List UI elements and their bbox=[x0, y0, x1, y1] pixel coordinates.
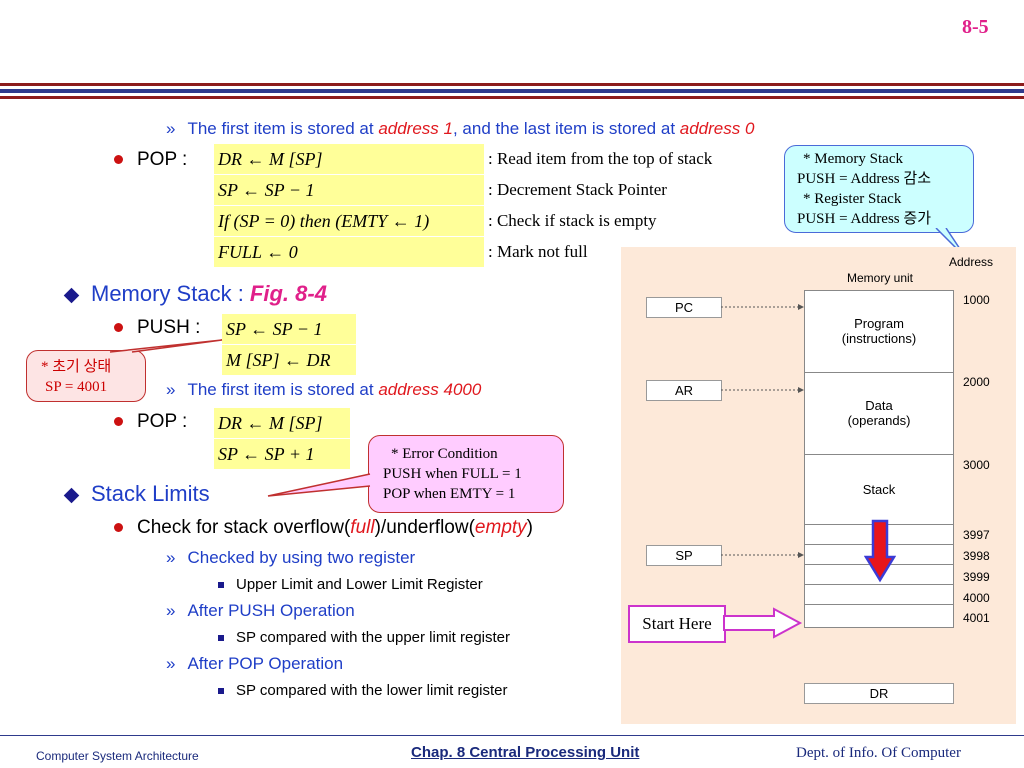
addr-2000: 2000 bbox=[963, 375, 990, 389]
addr-4000: 4000 bbox=[963, 591, 990, 605]
memory-stack-callout: * Memory Stack PUSH = Address 감소 * Regis… bbox=[784, 145, 974, 233]
sub-sub-lower-limit: SP compared with the lower limit registe… bbox=[218, 682, 508, 699]
push-bullet: PUSH : bbox=[114, 317, 200, 339]
addr-3999: 3999 bbox=[963, 570, 990, 584]
square-bullet-icon bbox=[218, 688, 224, 695]
memory-unit-label: Memory unit bbox=[847, 271, 914, 285]
addr-1000: 1000 bbox=[963, 293, 990, 307]
slide-number: 8-5 bbox=[962, 16, 989, 38]
memory-stack-diagram: Address Memory unit Program (instruction… bbox=[621, 247, 1016, 724]
header-divider bbox=[0, 83, 1024, 101]
register-ar: AR bbox=[646, 380, 722, 401]
register-pc: PC bbox=[646, 297, 722, 318]
pop2-bullet: POP : bbox=[114, 411, 187, 433]
addr-3998: 3998 bbox=[963, 549, 990, 563]
stack-cell-4000 bbox=[804, 584, 954, 606]
bullet-dot-icon bbox=[114, 323, 123, 333]
stack-cell-4001 bbox=[804, 604, 954, 628]
init-callout-pointer bbox=[109, 339, 223, 353]
address-label: Address bbox=[949, 255, 994, 269]
pop-eq-3: If (SP = 0) then (EMTY ← 1) bbox=[214, 206, 484, 236]
top-sub-bullet: »The first item is stored at address 1, … bbox=[166, 119, 755, 138]
pop-eq-2: SP ← SP − 1 bbox=[214, 175, 484, 205]
footer-divider bbox=[0, 735, 1024, 737]
memory-stack-heading: Memory Stack : Fig. 8-4 bbox=[63, 281, 327, 307]
pop2-eq-2: SP ← SP + 1 bbox=[214, 439, 350, 469]
pop-desc-3: : Check if stack is empty bbox=[488, 211, 657, 230]
bullet-dot-icon bbox=[114, 417, 123, 427]
register-dr: DR bbox=[804, 683, 954, 704]
push-eq-2: M [SP] ← DR bbox=[222, 345, 356, 375]
pop-bullet: POP : bbox=[114, 149, 187, 171]
sub-sub-limit-registers: Upper Limit and Lower Limit Register bbox=[218, 576, 483, 593]
stack-limits-heading: Stack Limits bbox=[63, 481, 210, 507]
pop-desc-1: : Read item from the top of stack bbox=[488, 149, 713, 168]
footer-right: Dept. of Info. Of Computer bbox=[796, 745, 961, 761]
check-overflow-bullet: Check for stack overflow(full)/underflow… bbox=[114, 517, 533, 539]
pop-eq-1: DR ← M [SP] bbox=[214, 144, 484, 174]
bullet-dot-icon bbox=[114, 523, 123, 533]
square-bullet-icon bbox=[218, 635, 224, 642]
addr-3000: 3000 bbox=[963, 458, 990, 472]
sub-bullet-after-push: »After PUSH Operation bbox=[166, 601, 355, 620]
sub-bullet-after-pop: »After POP Operation bbox=[166, 654, 344, 673]
footer-center: Chap. 8 Central Processing Unit bbox=[411, 744, 640, 761]
program-region: Program (instructions) bbox=[804, 290, 954, 374]
addr-3997: 3997 bbox=[963, 528, 990, 542]
first-item-4000: »The first item is stored at address 400… bbox=[166, 380, 482, 399]
diamond-bullet-icon bbox=[63, 487, 80, 503]
pop-eq-4: FULL ← 0 bbox=[214, 237, 484, 267]
diamond-bullet-icon bbox=[63, 287, 80, 303]
pop2-eq-1: DR ← M [SP] bbox=[214, 408, 350, 438]
data-region: Data (operands) bbox=[804, 372, 954, 456]
error-callout-pointer bbox=[267, 473, 371, 497]
error-condition-callout: * Error Condition PUSH when FULL = 1 POP… bbox=[368, 435, 564, 513]
square-bullet-icon bbox=[218, 582, 224, 589]
push-eq-1: SP ← SP − 1 bbox=[222, 314, 356, 344]
pop-desc-2: : Decrement Stack Pointer bbox=[488, 180, 667, 199]
initial-state-callout: * 초기 상태 SP = 4001 bbox=[26, 350, 146, 402]
bullet-dot-icon bbox=[114, 155, 123, 165]
footer-left: Computer System Architecture bbox=[36, 749, 199, 763]
register-sp: SP bbox=[646, 545, 722, 566]
register-pointer-arrows bbox=[721, 304, 804, 558]
start-here-arrow-icon bbox=[723, 607, 803, 639]
start-here-label: Start Here bbox=[628, 605, 726, 643]
stack-growth-down-arrow-icon bbox=[864, 519, 896, 583]
stack-region: Stack bbox=[804, 454, 954, 526]
pop-desc-4: : Mark not full bbox=[488, 242, 588, 261]
sub-sub-upper-limit: SP compared with the upper limit registe… bbox=[218, 629, 510, 646]
addr-4001: 4001 bbox=[963, 611, 990, 625]
sub-bullet-two-register: »Checked by using two register bbox=[166, 548, 416, 567]
